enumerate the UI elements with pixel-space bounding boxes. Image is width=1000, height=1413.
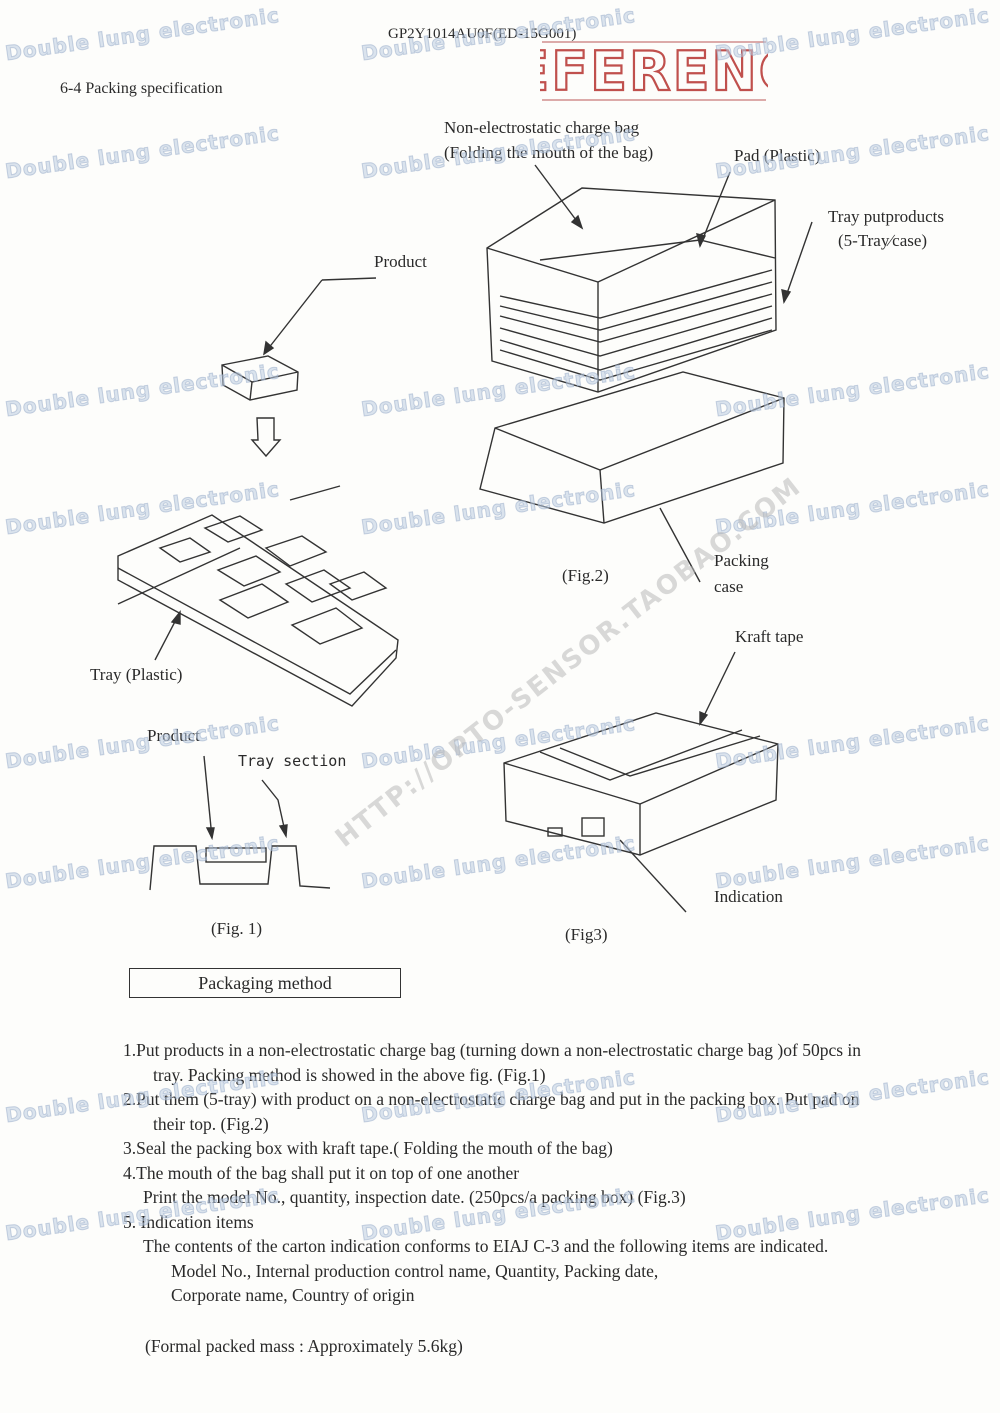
tray-section-label: Tray section — [238, 752, 347, 770]
step-5-line-3: Corporate name, Country of origin — [171, 1285, 415, 1305]
fig3-drawing — [503, 651, 779, 913]
fig2-caption: (Fig.2) — [562, 566, 609, 585]
step-5-line-2: Model No., Internal production control n… — [171, 1260, 659, 1281]
step-1-line-1: 1.Put products in a non-electrostatic ch… — [123, 1040, 862, 1060]
pad-label: Pad (Plastic) — [734, 146, 821, 165]
reference-stamp: REFERENCE — [540, 39, 768, 104]
tray-plastic-label: Tray (Plastic) — [90, 665, 183, 684]
step-3: 3.Seal the packing box with kraft tape.(… — [123, 1138, 613, 1158]
step-2-line-1: 2.Put them (5-tray) with product on a no… — [123, 1089, 860, 1109]
packaging-steps: 1.Put products in a non-electrostatic ch… — [123, 1038, 943, 1358]
bag-label-line2: (Folding the mouth of the bag) — [444, 143, 654, 162]
packed-mass: (Formal packed mass : Approximately 5.6k… — [145, 1335, 463, 1356]
section-title: 6-4 Packing specification — [60, 80, 223, 97]
tray-label-line1: Tray putproducts — [828, 207, 945, 226]
case-label-line1: Packing — [714, 551, 769, 570]
stamp-text: REFERENCE — [540, 40, 768, 103]
document-code: GP2Y1014AU0F(ED-15G001) — [388, 26, 577, 42]
fig1-drawing — [117, 355, 399, 891]
case-label-line2: case — [714, 577, 744, 596]
fig2-drawing — [263, 164, 813, 583]
tray-label-line2: (5-Tray∕case) — [838, 231, 928, 250]
fig3-caption: (Fig3) — [565, 925, 608, 944]
step-1-line-2: tray. Packing method is showed in the ab… — [153, 1064, 546, 1085]
fig1-caption: (Fig. 1) — [211, 919, 262, 938]
step-4-line-2: Print the model No., quantity, inspectio… — [143, 1187, 686, 1207]
kraft-tape-label: Kraft tape — [735, 627, 804, 646]
step-2-line-2: their top. (Fig.2) — [153, 1113, 269, 1134]
bag-label-line1: Non-electrostatic charge bag — [444, 118, 640, 137]
step-5-line-1: The contents of the carton indication co… — [143, 1236, 829, 1256]
step-4-line-1: 4.The mouth of the bag shall put it on t… — [123, 1162, 520, 1183]
step-5: 5. Indication items — [123, 1211, 254, 1232]
product-label: Product — [374, 252, 427, 271]
indication-label: Indication — [714, 887, 783, 906]
packaging-method-box: Packaging method — [129, 968, 401, 998]
product-section-label: Product — [147, 726, 200, 745]
